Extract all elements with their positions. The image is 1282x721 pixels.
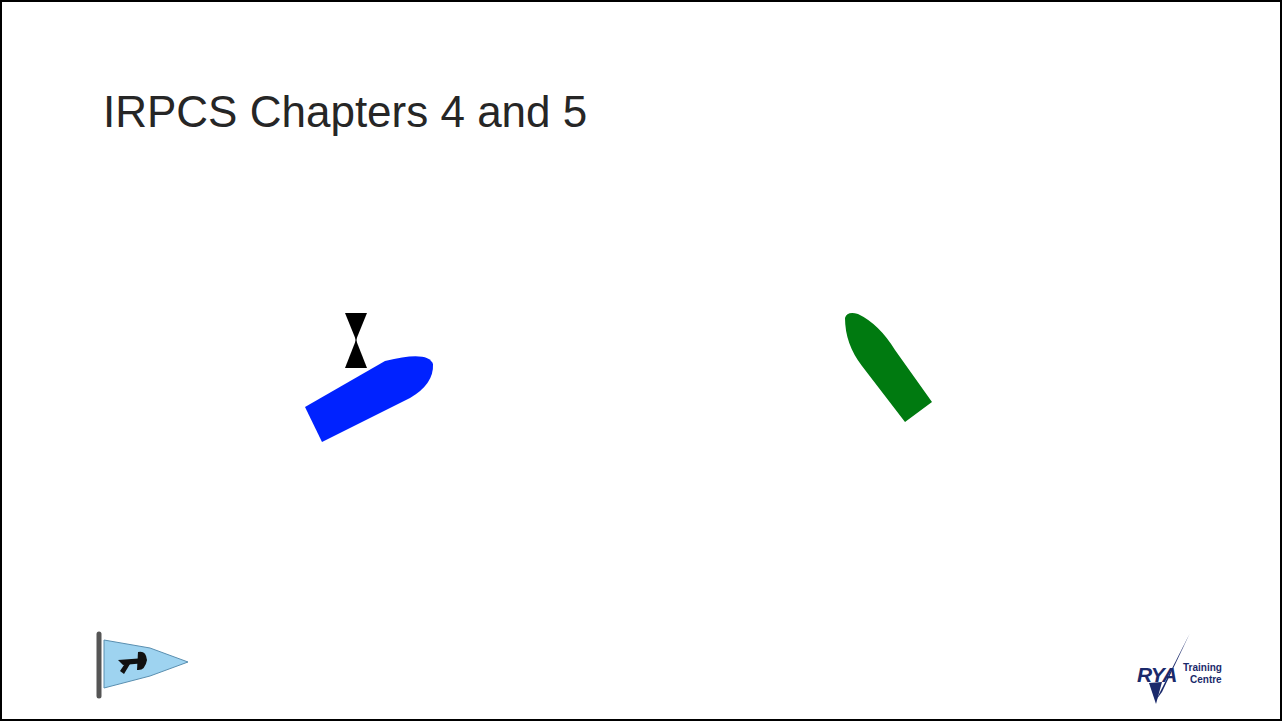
slide-title: IRPCS Chapters 4 and 5 <box>103 90 587 134</box>
cone-day-shape <box>345 313 367 368</box>
logo-text: RYA <box>1137 664 1176 685</box>
club-flag-logo <box>99 634 188 696</box>
logo-subtext: Centre <box>1190 675 1222 685</box>
logo-subtext: Training <box>1183 663 1222 673</box>
blue-vessel <box>305 356 433 442</box>
green-vessel <box>845 313 932 422</box>
